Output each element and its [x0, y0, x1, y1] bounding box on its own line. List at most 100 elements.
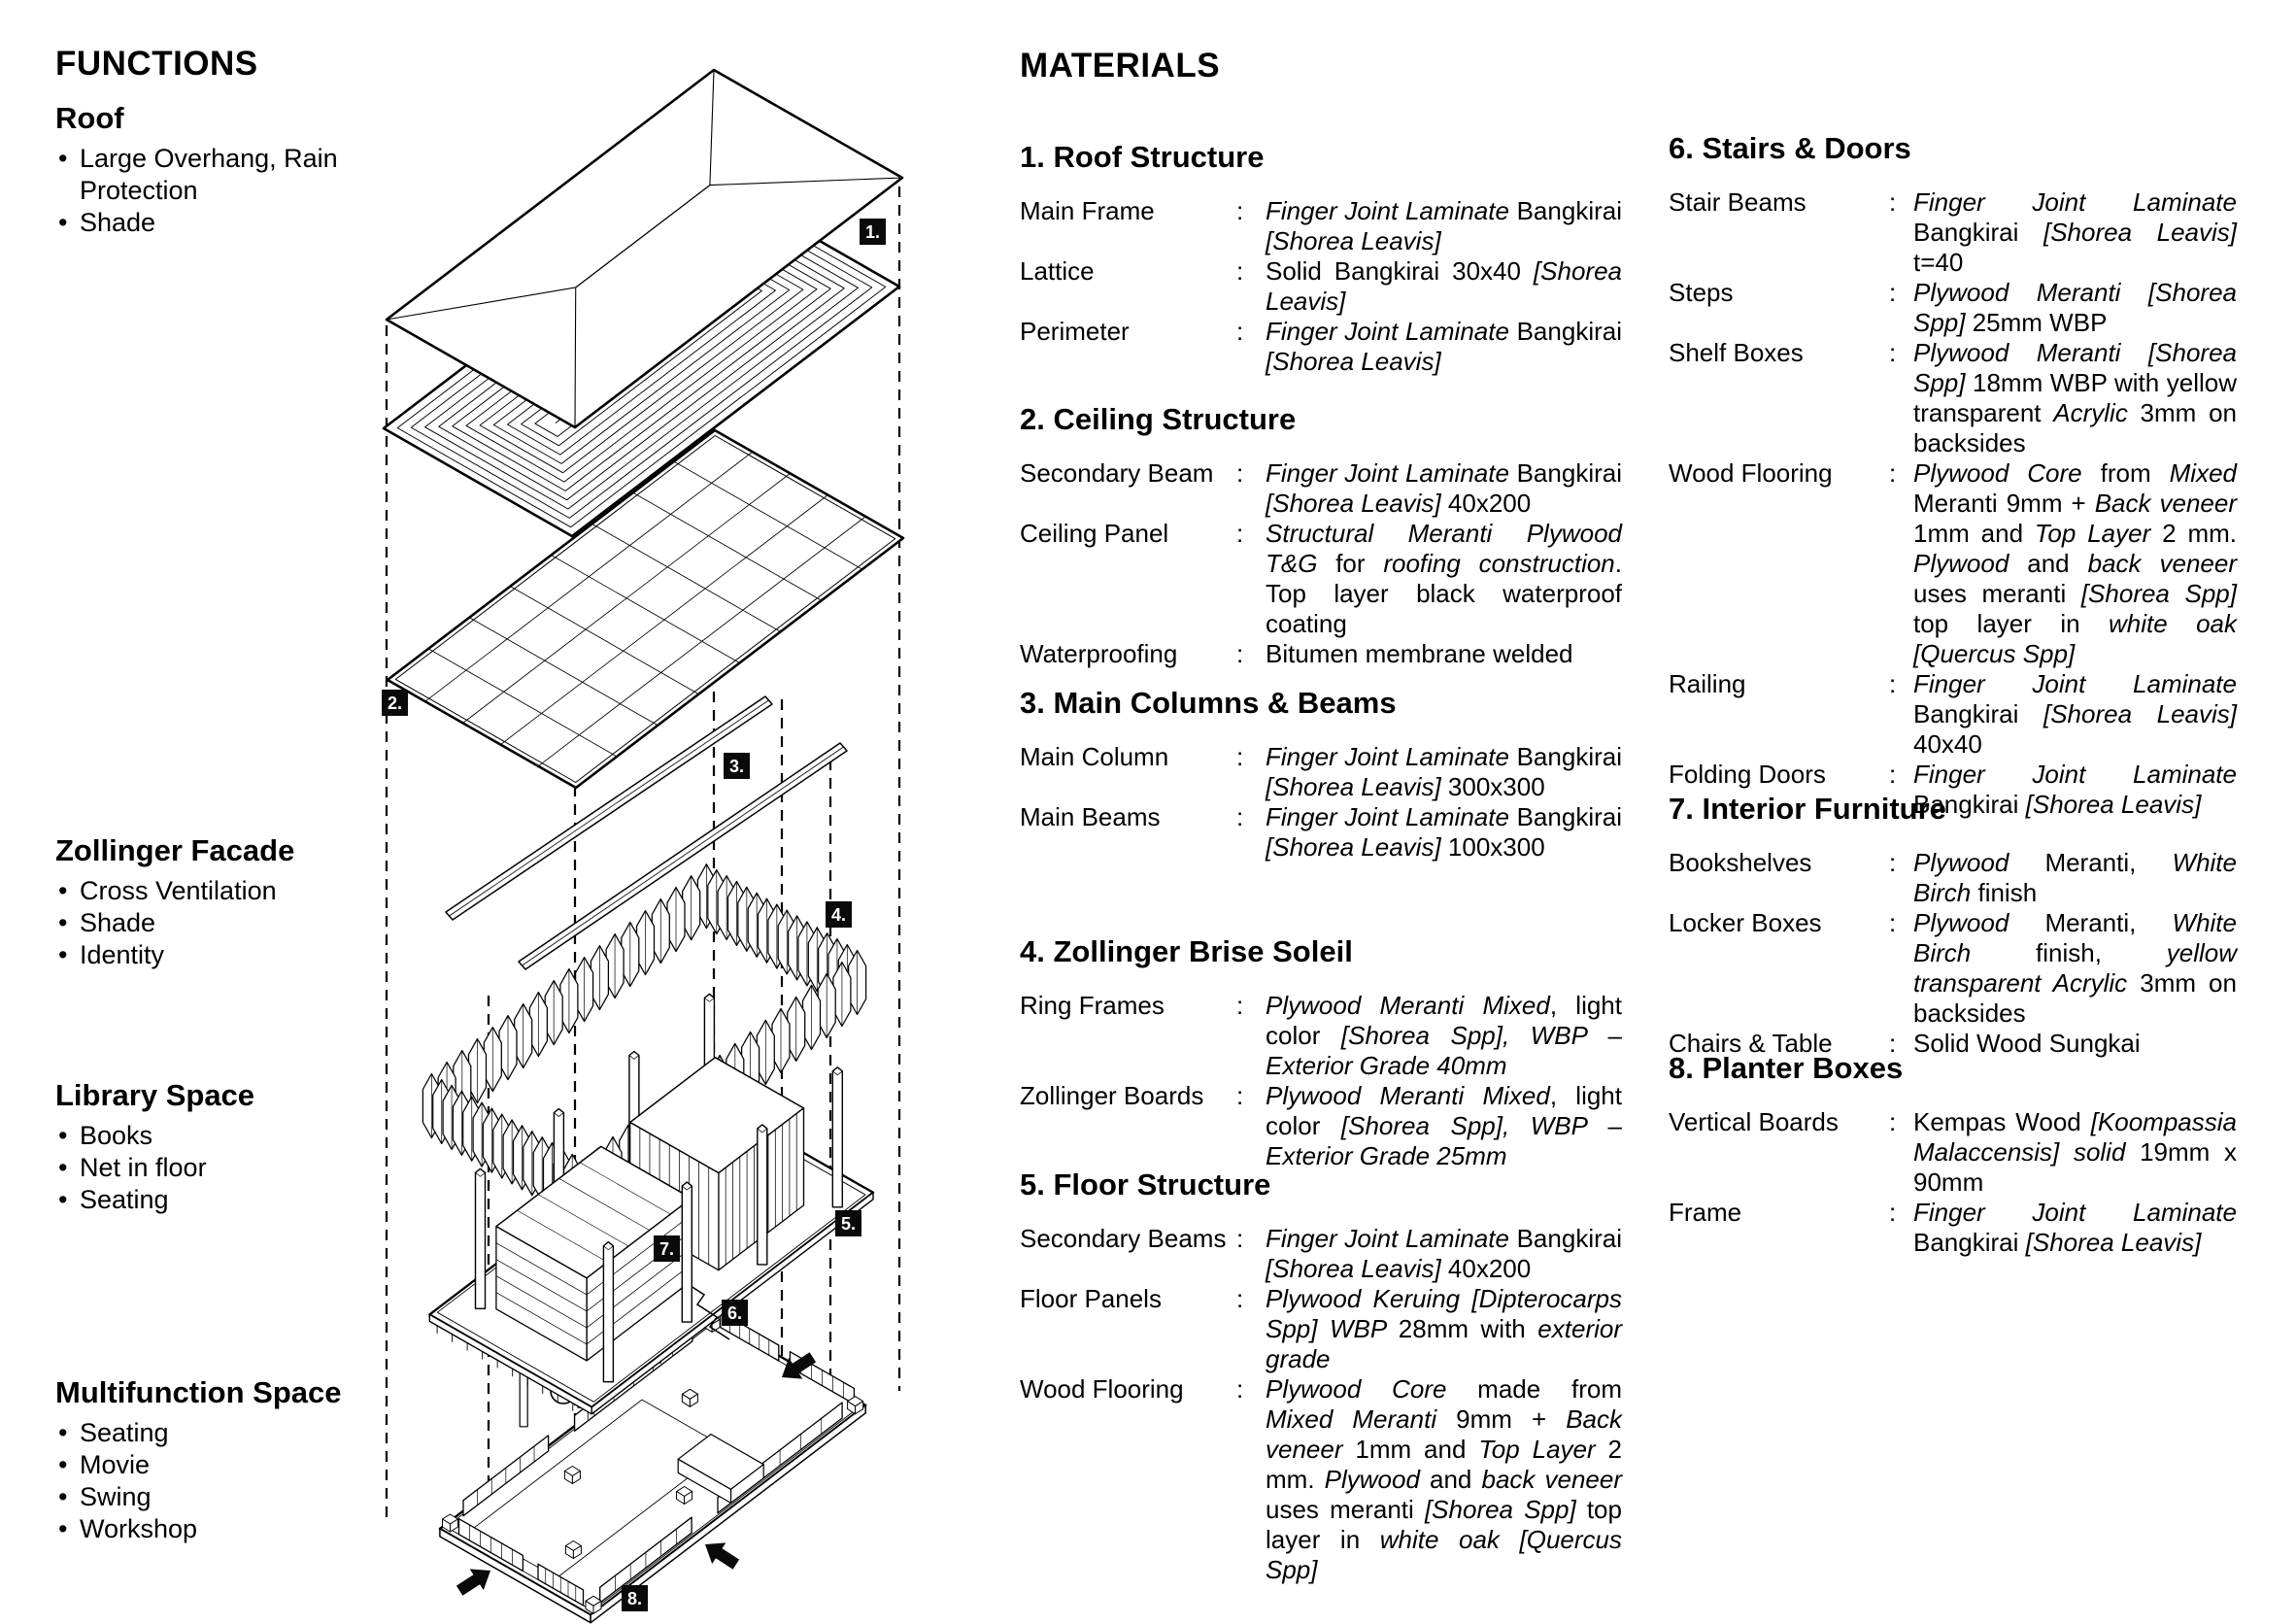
- bullet-icon: •: [58, 1121, 68, 1150]
- material-value: Plywood Meranti [Shorea Spp] 18mm WBP wi…: [1913, 338, 2237, 457]
- functions-facade-heading: Zollinger Facade: [55, 833, 295, 867]
- material-label: Perimeter: [1020, 317, 1130, 346]
- colon: :: [1236, 1224, 1244, 1253]
- material-value: Finger Joint Laminate Bangkirai [Shorea …: [1913, 760, 2237, 819]
- diagram-label-1: 1.: [860, 219, 886, 245]
- colon: :: [1236, 1284, 1244, 1313]
- material-label: Frame: [1669, 1198, 1742, 1227]
- material-row: Zollinger Boards:Plywood Meranti Mixed, …: [1020, 1081, 1622, 1171]
- material-row: Perimeter:Finger Joint Laminate Bangkira…: [1020, 317, 1622, 377]
- section-heading: 1. Roof Structure: [1020, 140, 1265, 174]
- material-row: Wood Flooring: Plywood Core made from Mix…: [1020, 1374, 1622, 1585]
- material-label: Steps: [1669, 278, 1734, 307]
- colon: :: [1236, 742, 1244, 771]
- colon: :: [1236, 458, 1244, 488]
- materials-section-stairs-doors: 6. Stairs & Doors Stair Beams:Finger Joi…: [1669, 131, 2237, 820]
- list-item: • Books: [55, 1120, 376, 1152]
- list-item: • Swing: [55, 1481, 376, 1513]
- section-heading: 5. Floor Structure: [1020, 1167, 1271, 1201]
- colon: :: [1236, 256, 1244, 286]
- svg-text:4.: 4.: [831, 905, 846, 925]
- list-item-label: Net in floor: [80, 1153, 207, 1182]
- material-row: Steps:Plywood Meranti [Shorea Spp] 25mm …: [1669, 278, 2237, 338]
- material-label: Ceiling Panel: [1020, 519, 1169, 548]
- colon: :: [1889, 908, 1897, 937]
- material-value: Plywood Core from Mixed Meranti 9mm + Ba…: [1913, 458, 2237, 668]
- material-label: Ring Frames: [1020, 991, 1165, 1020]
- section-heading: 4. Zollinger Brise Soleil: [1020, 934, 1353, 968]
- material-value: Finger Joint Laminate Bangkirai [Shorea …: [1266, 1224, 1622, 1283]
- functions-section-library: Library Space •Books •Net in floor •Seat…: [55, 1078, 376, 1216]
- material-label: Folding Doors: [1669, 760, 1826, 789]
- material-value: Solid Wood Sungkai: [1913, 1029, 2141, 1058]
- material-value: Plywood Meranti, White Birch finish, yel…: [1913, 908, 2237, 1028]
- bullet-icon: •: [58, 876, 68, 905]
- section-heading: 6. Stairs & Doors: [1669, 131, 1911, 165]
- material-row: Floor Panels: Plywood Keruing [Dipterocar…: [1020, 1284, 1622, 1374]
- bullet-icon: •: [58, 908, 68, 937]
- svg-text:7.: 7.: [659, 1239, 674, 1259]
- colon: :: [1236, 1374, 1244, 1404]
- diagram-label-8: 8.: [622, 1585, 648, 1611]
- material-label: Main Beams: [1020, 802, 1161, 831]
- material-label: Wood Flooring: [1020, 1374, 1184, 1404]
- svg-text:3.: 3.: [729, 757, 744, 776]
- material-value: Bitumen membrane welded: [1266, 639, 1573, 668]
- list-item-label: Large Overhang, Rain Protection: [80, 144, 338, 205]
- bullet-icon: •: [58, 1418, 68, 1447]
- list-item: • Shade: [55, 907, 376, 939]
- material-row: Main Column:Finger Joint Laminate Bangki…: [1020, 742, 1622, 802]
- list-item-label: Swing: [80, 1482, 152, 1511]
- svg-text:6.: 6.: [727, 1303, 742, 1323]
- material-row: Shelf Boxes:Plywood Meranti [Shorea Spp]…: [1669, 338, 2237, 458]
- material-row: Vertical Boards:Kempas Wood [Koompassia …: [1669, 1107, 2237, 1198]
- material-row: Secondary Beam:Finger Joint Laminate Ban…: [1020, 458, 1622, 519]
- bullet-icon: •: [58, 1514, 68, 1543]
- material-value: Plywood Core made from Mixed Meranti 9mm…: [1266, 1374, 1622, 1584]
- material-value: Kempas Wood [Koompassia Malaccensis] sol…: [1913, 1107, 2237, 1197]
- bullet-icon: •: [58, 144, 68, 173]
- functions-multifunction-heading: Multifunction Space: [55, 1375, 342, 1409]
- material-row: Ceiling Panel:Structural Meranti Plywood…: [1020, 519, 1622, 639]
- material-row: Locker Boxes:Plywood Meranti, White Birc…: [1669, 908, 2237, 1029]
- list-item: •Identity: [55, 939, 376, 971]
- material-label: Secondary Beam: [1020, 458, 1214, 488]
- material-label: Floor Panels: [1020, 1284, 1162, 1313]
- material-row: Main Frame:Finger Joint Laminate Bangkir…: [1020, 196, 1622, 256]
- svg-text:1.: 1.: [865, 222, 880, 242]
- list-item: • Cross Ventilation: [55, 875, 376, 907]
- colon: :: [1889, 278, 1897, 307]
- diagram-label-5: 5.: [835, 1210, 861, 1236]
- material-label: Main Column: [1020, 742, 1169, 771]
- material-row: Waterproofing:Bitumen membrane welded: [1020, 639, 1622, 669]
- list-item-label: Workshop: [80, 1514, 198, 1543]
- materials-title: MATERIALS: [1020, 47, 1221, 85]
- list-item-label: Books: [80, 1121, 153, 1150]
- material-value: Plywood Meranti, White Birch finish: [1913, 848, 2237, 907]
- functions-title: FUNCTIONS: [55, 45, 258, 83]
- material-label: Wood Flooring: [1669, 458, 1833, 488]
- material-label: Zollinger Boards: [1020, 1081, 1204, 1110]
- material-value: Finger Joint Laminate Bangkirai [Shorea …: [1266, 196, 1622, 255]
- materials-section-ceiling-structure: 2. Ceiling Structure Secondary Beam:Fing…: [1020, 402, 1622, 669]
- bullet-icon: •: [58, 1482, 68, 1511]
- material-value: Finger Joint Laminate Bangkirai [Shorea …: [1266, 317, 1622, 376]
- materials-section-roof-structure: 1. Roof Structure Main Frame:Finger Join…: [1020, 140, 1622, 377]
- diagram-label-4: 4.: [826, 901, 852, 928]
- list-item-label: Shade: [80, 908, 156, 937]
- list-item-label: Seating: [80, 1185, 169, 1214]
- material-label: Bookshelves: [1669, 848, 1812, 877]
- list-item-label: Cross Ventilation: [80, 876, 277, 905]
- diagram-label-3: 3.: [724, 753, 750, 779]
- list-item: •Net in floor: [55, 1152, 376, 1184]
- material-value: Plywood Meranti Mixed, light color [Shor…: [1266, 991, 1622, 1080]
- colon: :: [1889, 760, 1897, 789]
- materials-section-columns-beams: 3. Main Columns & Beams Main Column:Fing…: [1020, 686, 1622, 863]
- colon: :: [1236, 1081, 1244, 1110]
- material-row: Ring Frames:Plywood Meranti Mixed, light…: [1020, 991, 1622, 1081]
- material-label: Lattice: [1020, 256, 1095, 286]
- material-value: Plywood Keruing [Dipterocarps Spp] WBP 2…: [1266, 1284, 1622, 1373]
- diagram-label-6: 6.: [722, 1300, 748, 1326]
- material-value: Solid Bangkirai 30x40 [Shorea Leavis]: [1266, 256, 1622, 316]
- list-item: •Seating: [55, 1184, 376, 1216]
